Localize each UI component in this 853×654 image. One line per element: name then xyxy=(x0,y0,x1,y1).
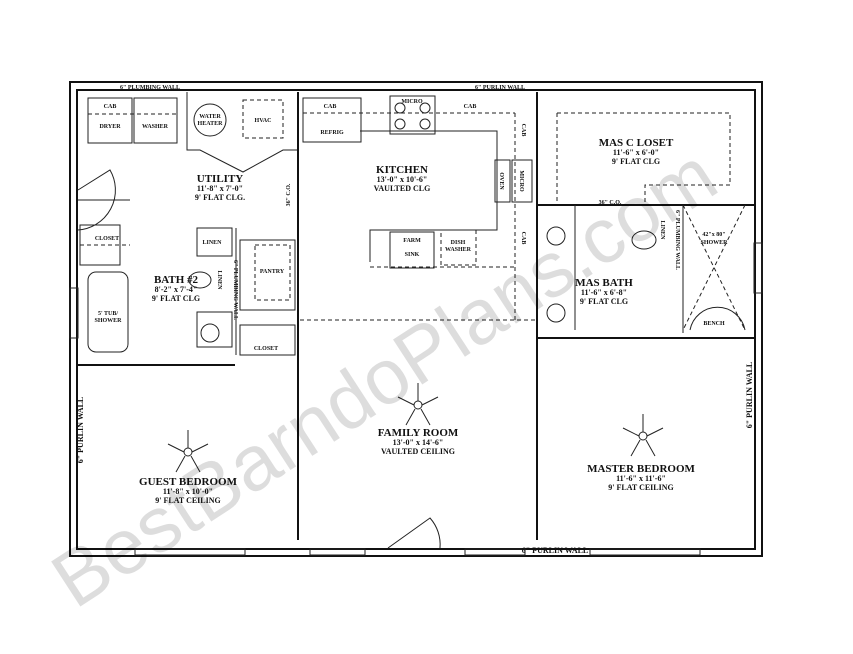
room-size: 11'-8" x 7'-0" xyxy=(197,184,243,193)
room-name: BATH #2 xyxy=(154,274,199,286)
fixture-label: FARM xyxy=(403,238,421,244)
sink-icon xyxy=(546,303,566,323)
fixture-label: 5' TUB/ xyxy=(98,311,118,317)
fixture-label: SINK xyxy=(405,252,420,258)
fixture-label: WASHER xyxy=(445,247,472,253)
fixture-label: PANTRY xyxy=(260,269,285,275)
range-icon xyxy=(389,95,436,135)
fixture-label: LINEN xyxy=(659,220,665,240)
fixture-label: CLOSET xyxy=(95,236,119,242)
fixture-label: HVAC xyxy=(255,118,272,124)
room-ceiling: 9' FLAT CEILING xyxy=(155,496,221,505)
fixture-label: CAB xyxy=(324,104,337,110)
window xyxy=(589,548,701,556)
inner-wall xyxy=(76,89,756,550)
sink-icon xyxy=(200,323,220,343)
room-ceiling: 9' FLAT CEILING xyxy=(608,483,674,492)
wall-label: 6" PURLIN WALL xyxy=(76,397,85,464)
window xyxy=(134,548,246,556)
fixture-label: DISH xyxy=(451,240,466,246)
fixture-label: BENCH xyxy=(703,321,725,327)
master-suite xyxy=(537,112,754,339)
room-ceiling: VAULTED CLG xyxy=(374,184,431,193)
room-name: MAS BATH xyxy=(575,277,633,289)
fixture-label: CAB xyxy=(464,104,477,110)
room-ceiling: 9' FLAT CLG xyxy=(152,294,200,303)
room-size: 8'-2" x 7'-4" xyxy=(155,285,198,294)
fixture-label: 36" C.O. xyxy=(599,200,622,206)
utility-room xyxy=(77,92,299,540)
door-swing[interactable] xyxy=(77,169,116,231)
fixture-label: WATER xyxy=(199,114,221,120)
wall-label: 6" PLUMBING WALL xyxy=(120,85,180,91)
window xyxy=(309,548,366,556)
toilet-icon xyxy=(188,271,212,289)
farm-sink-icon xyxy=(389,231,435,269)
room-name: KITCHEN xyxy=(376,164,428,176)
room-size: 11'-6" x 6'-8" xyxy=(581,288,627,297)
watermark: BestBarndoPlans.com xyxy=(36,130,731,624)
fixture-label: LINEN xyxy=(216,270,222,290)
window xyxy=(69,287,79,339)
fixture-label: HEATER xyxy=(198,121,224,127)
fixture-label: REFRIG xyxy=(320,130,344,136)
room-name: UTILITY xyxy=(197,173,244,185)
fixture-label: CLOSET xyxy=(254,346,278,352)
kitchen xyxy=(302,92,538,540)
window xyxy=(753,242,763,294)
wall-label: 6" PLUMBING WALL xyxy=(232,260,238,320)
hvac-unit xyxy=(242,99,284,139)
room-ceiling: VAULTED CEILING xyxy=(381,447,455,456)
wall-label: 6" PURLIN WALL xyxy=(475,85,525,91)
front-door[interactable] xyxy=(387,517,441,549)
fixture-label: 36" C.O. xyxy=(286,183,292,206)
ceiling-fan-icon xyxy=(397,383,439,426)
room-name: FAMILY ROOM xyxy=(378,427,459,439)
tub-icon xyxy=(87,271,129,353)
fixture-label: MICRO xyxy=(518,170,524,192)
fixture-label: WASHER xyxy=(142,124,169,130)
fixture-label: CAB xyxy=(104,104,117,110)
ceiling-fan-icon xyxy=(167,430,209,473)
wall-label: 6" PURLIN WALL xyxy=(522,546,589,555)
room-size: 11'-6" x 6'-0" xyxy=(613,148,659,157)
fixture-label: SHOWER xyxy=(94,318,122,324)
fixture-label: LINEN xyxy=(202,240,222,246)
room-name: GUEST BEDROOM xyxy=(139,476,238,488)
fixture-label: 42"x 80" xyxy=(702,232,725,238)
window xyxy=(464,548,526,556)
sink-icon xyxy=(546,226,566,246)
room-size: 13'-0" x 10'-6" xyxy=(377,175,428,184)
room-ceiling: 9' FLAT CLG xyxy=(580,297,628,306)
fixture-label: CAB xyxy=(520,124,526,137)
fixture-label: DRYER xyxy=(99,124,121,130)
fixture-label: SHOWER xyxy=(700,240,728,246)
wall-label: 6" PURLIN WALL xyxy=(745,362,754,429)
room-size: 13'-0" x 14'-6" xyxy=(393,438,444,447)
room-size: 11'-6" x 11'-6" xyxy=(616,474,666,483)
water-heater-icon xyxy=(193,103,227,137)
ceiling-fan-icon xyxy=(622,414,664,457)
fixture-label: OVEN xyxy=(498,172,504,190)
room-size: 11'-8" x 10'-0" xyxy=(163,487,213,496)
fixture-label: MICRO xyxy=(401,99,423,105)
toilet-icon xyxy=(631,230,657,250)
wall-label: 6" PLUMBING WALL xyxy=(674,210,680,270)
room-ceiling: 9' FLAT CLG. xyxy=(195,193,245,202)
fixture-label: CAB xyxy=(520,232,526,245)
bath-2-area xyxy=(78,224,537,366)
room-name: MAS C LOSET xyxy=(599,137,674,149)
room-ceiling: 9' FLAT CLG xyxy=(612,157,660,166)
room-name: MASTER BEDROOM xyxy=(587,463,695,475)
